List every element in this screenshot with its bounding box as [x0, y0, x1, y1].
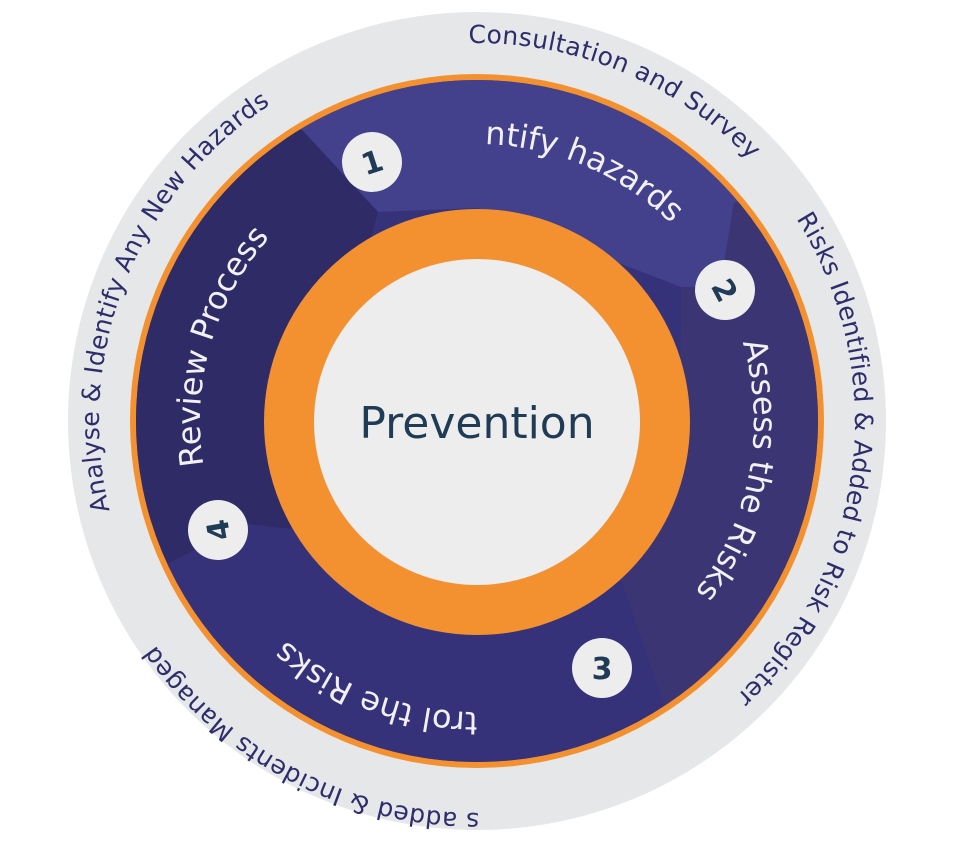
step-badge-4: 4 — [188, 500, 248, 560]
step-badge-3: 3 — [572, 638, 632, 698]
svg-text:3: 3 — [592, 652, 613, 687]
center-circle — [314, 259, 640, 585]
center-label: Prevention — [359, 398, 594, 449]
step-badge-2: 2 — [695, 260, 755, 320]
step-badge-1: 1 — [342, 132, 402, 192]
